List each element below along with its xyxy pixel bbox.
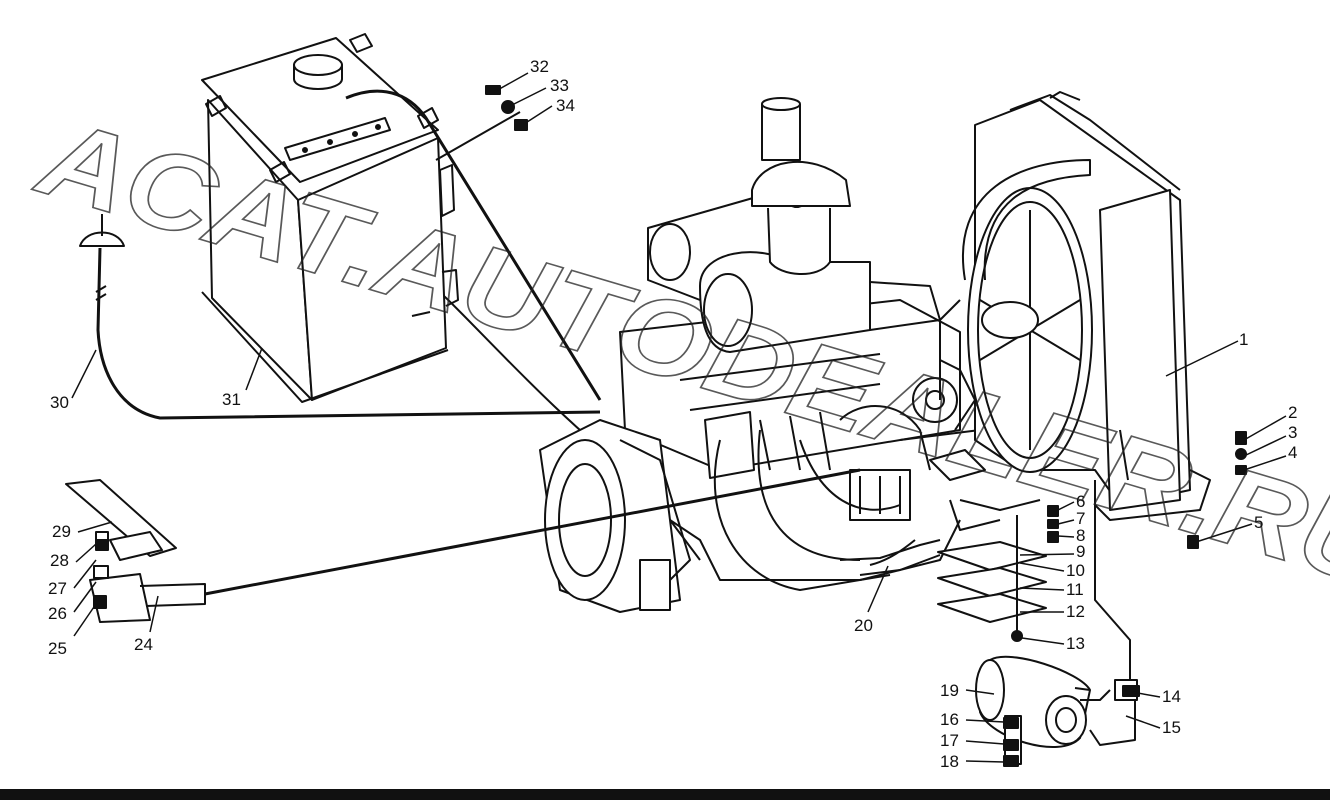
fasteners <box>93 85 1247 767</box>
callout-15: 15 <box>1162 718 1181 737</box>
callout-19: 19 <box>940 681 959 700</box>
callout-27: 27 <box>48 579 67 598</box>
callout-17: 17 <box>940 731 959 750</box>
callout-33: 33 <box>550 76 569 95</box>
callout-11: 11 <box>1066 580 1084 599</box>
callout-32: 32 <box>530 57 549 76</box>
mount-pads <box>937 499 1047 642</box>
callout-34: 34 <box>556 96 575 115</box>
callout-29: 29 <box>52 522 71 541</box>
callout-13: 13 <box>1066 634 1085 653</box>
callout-2: 2 <box>1288 403 1298 422</box>
callout-4: 4 <box>1288 443 1298 462</box>
fuel-tank <box>201 33 459 403</box>
callout-12: 12 <box>1066 602 1085 621</box>
engine <box>619 97 986 591</box>
callout-25: 25 <box>48 639 67 658</box>
callout-16: 16 <box>940 710 959 729</box>
callout-20: 20 <box>854 616 873 635</box>
fuel-gauge <box>79 214 601 420</box>
callout-24: 24 <box>134 635 153 654</box>
callout-8: 8 <box>1076 526 1086 545</box>
air-cleaner <box>975 655 1138 765</box>
callout-31: 31 <box>222 390 241 409</box>
throttle-linkage <box>65 468 861 623</box>
callout-18: 18 <box>940 752 959 771</box>
callout-6: 6 <box>1076 492 1086 511</box>
callout-5: 5 <box>1254 513 1264 532</box>
callout-26: 26 <box>48 604 67 623</box>
callout-3: 3 <box>1288 423 1298 442</box>
bottom-border-bar <box>0 789 1330 800</box>
callout-1: 1 <box>1239 330 1249 349</box>
callout-7: 7 <box>1076 509 1086 528</box>
callout-9: 9 <box>1076 542 1086 561</box>
radiator <box>939 91 1211 521</box>
callout-28: 28 <box>50 551 69 570</box>
callout-30: 30 <box>50 393 69 412</box>
callout-10: 10 <box>1066 561 1085 580</box>
leader-lines <box>71 72 1287 763</box>
callout-14: 14 <box>1162 687 1181 706</box>
